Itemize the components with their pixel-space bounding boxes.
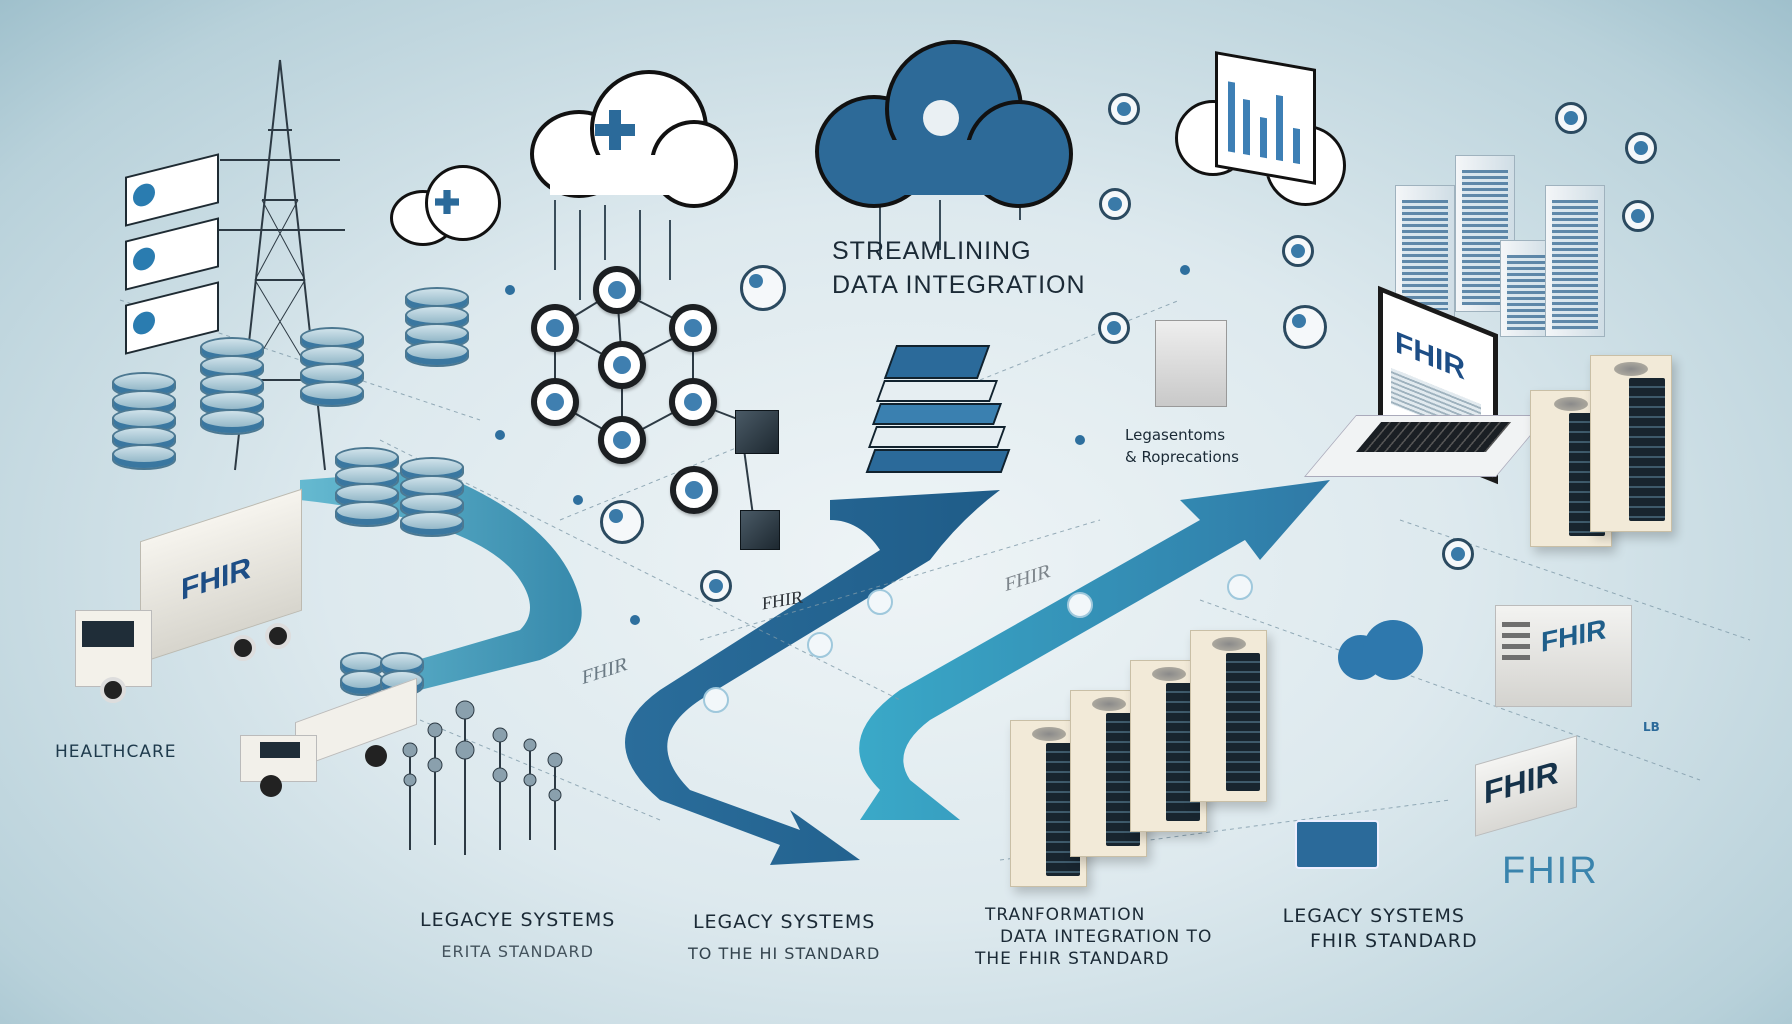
building-icon: [1395, 185, 1455, 317]
small-mark: LB: [1643, 720, 1660, 734]
server-icon: [1590, 355, 1672, 532]
network-node-icon: [593, 266, 641, 314]
node-dot: [630, 615, 640, 625]
document-card-list: [125, 153, 219, 355]
caption-2-line-2: TO THE HI STANDARD: [688, 944, 881, 963]
network-node-icon: [670, 466, 718, 514]
cloud-icon: [815, 40, 1075, 215]
caption-1-line-2: ERITA STANDARD: [441, 942, 594, 961]
right-flow-ribbon: [859, 480, 1330, 820]
wheel: [100, 677, 126, 703]
network-node-icon: [531, 304, 579, 352]
lock-icon: [1099, 188, 1131, 220]
network-icon: [1555, 102, 1587, 134]
fhir-box-label: FHIR: [1541, 613, 1607, 658]
truck-cab: [75, 610, 152, 687]
bottom-fhir-label: FHIR: [1502, 850, 1599, 892]
left-flow-ribbon: [300, 470, 582, 690]
wheel: [230, 635, 256, 661]
side-label-line-1: Legasentoms: [1125, 426, 1226, 444]
network-node-icon: [669, 304, 717, 352]
layered-data-stack-icon: [865, 345, 1011, 495]
document-icon: [133, 309, 155, 337]
fhir-box-vents: [1502, 622, 1530, 662]
fhir-box: FHIR: [1495, 605, 1632, 707]
caption-4-line-1: LEGACY SYSTEMS: [1282, 905, 1465, 927]
document-card: [125, 153, 219, 227]
device-pad-icon: [1295, 820, 1379, 869]
caption-4: LEGACY SYSTEMS FHIR STANDARD: [1270, 904, 1478, 954]
network-node-icon: [598, 416, 646, 464]
node-dot: [505, 285, 515, 295]
gear-icon: [1283, 305, 1327, 349]
database-icon: [300, 327, 364, 407]
caption-3-line-1: TRANFORMATION: [985, 905, 1146, 925]
network-node-icon: [669, 378, 717, 426]
pickup-truck-icon: [235, 677, 425, 805]
data-cube-icon: [735, 410, 779, 454]
database-icon: [112, 372, 176, 470]
server-icon: [1190, 630, 1267, 802]
node-dot: [1180, 265, 1190, 275]
building-icon: [1455, 155, 1515, 312]
middle-flow-ribbon: [625, 490, 1000, 865]
side-label: Legasentoms & Roprecations: [1125, 424, 1239, 468]
target-icon: [740, 265, 786, 311]
node-dot: [1075, 435, 1085, 445]
truck-fhir-label: FHIR: [181, 551, 251, 607]
database-icon: [335, 447, 399, 527]
compass-icon: [1282, 235, 1314, 267]
caption-2-line-1: LEGACY SYSTEMS: [692, 911, 876, 933]
wheel: [265, 623, 291, 649]
settings-icon: [1442, 538, 1474, 570]
node-dot: [495, 430, 505, 440]
document-icon: [133, 181, 155, 209]
caption-1-line-1: LEGACYE SYSTEMS: [420, 909, 616, 931]
network-node-icon: [598, 341, 646, 389]
caption-2: LEGACY SYSTEMS TO THE HI STANDARD: [688, 906, 880, 970]
settings-icon: [1108, 93, 1140, 125]
page-title: STREAMLINING DATA INTEGRATION: [832, 234, 1086, 302]
network-hub-icon: [923, 100, 959, 136]
document-icon: [133, 245, 155, 273]
healthcare-label: HEALTHCARE: [55, 742, 177, 762]
device-box-icon: [1155, 320, 1227, 407]
building-icon: [1545, 185, 1605, 337]
network-node-icon: [531, 378, 579, 426]
chart-icon: [1215, 51, 1316, 185]
cloud-icon: [1175, 51, 1346, 206]
document-card: [125, 217, 219, 291]
caption-1: LEGACYE SYSTEMS ERITA STANDARD: [420, 904, 615, 968]
node-dot: [573, 495, 583, 505]
network-icon: [1625, 132, 1657, 164]
settings-icon: [700, 570, 732, 602]
caption-3-line-2: DATA INTEGRATION TO: [1000, 927, 1213, 947]
cloud-icon: [530, 70, 738, 225]
target-icon: [600, 500, 644, 544]
cloud-shield-icon: [1338, 620, 1423, 690]
database-icon: [405, 287, 469, 367]
network-icon: [1622, 200, 1654, 232]
caption-3-line-3: THE FHIR STANDARD: [975, 949, 1170, 969]
tree-cluster-icon: [402, 700, 563, 855]
database-icon: [200, 337, 264, 435]
truck-icon: FHIR: [70, 488, 302, 703]
caption-4-line-2: FHIR STANDARD: [1310, 930, 1478, 952]
data-cube-icon: [740, 510, 780, 550]
cloud-icon: [390, 160, 501, 250]
title-line-1: STREAMLINING: [832, 237, 1032, 265]
shield-icon: [1098, 312, 1130, 344]
fhir-sign-label: FHIR: [1484, 753, 1559, 812]
title-line-2: DATA INTEGRATION: [832, 271, 1086, 299]
database-icon: [400, 457, 464, 537]
caption-3: TRANFORMATION DATA INTEGRATION TO THE FH…: [975, 904, 1212, 970]
laptop-icon: FHIR: [1300, 285, 1549, 485]
side-label-line-2: & Roprecations: [1125, 448, 1239, 466]
